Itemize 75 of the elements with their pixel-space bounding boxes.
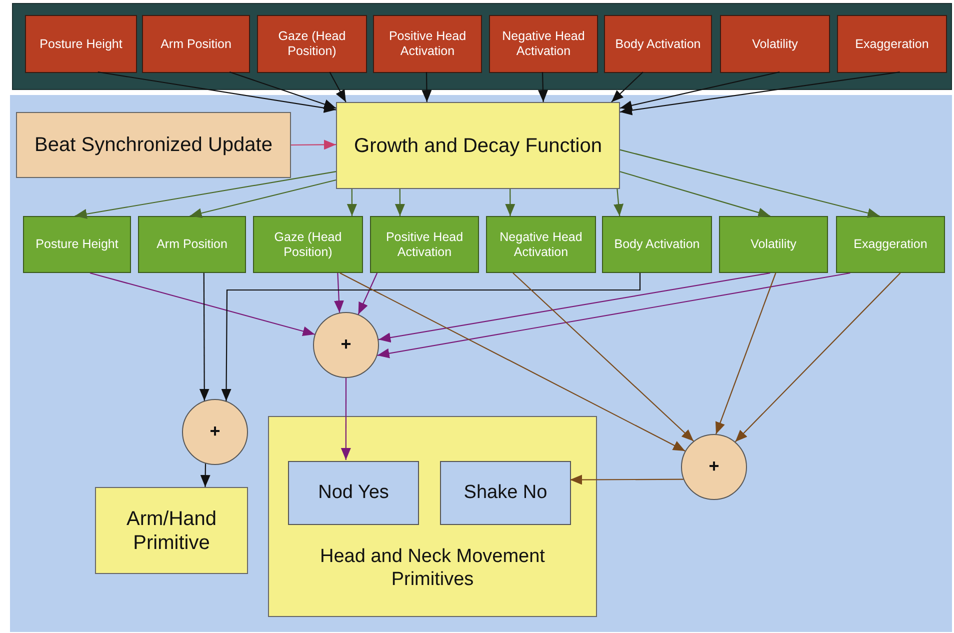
- box-label: Posture Height: [36, 237, 118, 252]
- arrow: [570, 474, 684, 485]
- box-label: Negative Head Activation: [501, 29, 586, 59]
- box-label: Growth and Decay Function: [354, 134, 602, 158]
- arrow: [340, 272, 686, 452]
- arrow: [90, 272, 315, 336]
- box-label: Gaze (Head Position): [273, 230, 343, 260]
- input-box: [837, 15, 947, 73]
- arrow: [715, 272, 776, 434]
- arrow: [199, 273, 210, 401]
- arrow: [734, 272, 901, 442]
- parameter-box: [836, 216, 945, 273]
- box-label: Beat Synchronized Update: [34, 133, 272, 157]
- box-label: Body Activation: [614, 237, 700, 252]
- box-label: Volatility: [750, 237, 796, 252]
- arrow: [620, 149, 880, 218]
- group-box: [268, 416, 597, 617]
- input-box: [604, 15, 712, 73]
- box-label: Negative Head Activation: [498, 230, 584, 260]
- box-label: Arm Position: [160, 36, 232, 52]
- input-box: [720, 15, 830, 73]
- plus-sign: +: [708, 456, 720, 478]
- arrow: [611, 72, 644, 102]
- input-box: [257, 15, 367, 73]
- parameter-box: [602, 216, 712, 273]
- arrow: [346, 189, 357, 216]
- input-box: [489, 15, 598, 73]
- primitive-box: [440, 461, 571, 525]
- input-box: [373, 15, 482, 73]
- arrow: [334, 272, 344, 313]
- process-box: [16, 112, 291, 178]
- primitive-box: [288, 461, 419, 525]
- arrow: [538, 72, 548, 102]
- box-label: Positive Head Activation: [384, 230, 464, 260]
- arrow: [291, 140, 336, 150]
- box-label: Nod Yes: [318, 482, 389, 504]
- box-label: Positive Head Activation: [388, 29, 468, 59]
- input-box: [142, 15, 250, 73]
- box-label: Body Activation: [615, 36, 701, 52]
- box-label: Head and Neck Movement Primitives: [319, 546, 546, 592]
- arrow: [394, 189, 405, 216]
- box-label: Posture Height: [40, 36, 122, 52]
- box-label: Exaggeration: [854, 237, 928, 252]
- function-box: [336, 102, 620, 189]
- arrow: [620, 171, 770, 218]
- box-label: Exaggeration: [855, 36, 929, 52]
- parameter-box: [253, 216, 363, 273]
- plus-sign: +: [210, 421, 220, 443]
- parameter-box: [23, 216, 131, 273]
- box-label: Gaze (Head Position): [277, 29, 347, 59]
- arrow: [190, 179, 336, 218]
- box-label: Arm/Hand Primitive: [125, 506, 218, 554]
- arrow: [377, 272, 850, 358]
- header-band: [12, 3, 952, 90]
- box-label: Shake No: [464, 482, 548, 504]
- box-label: Arm Position: [156, 237, 228, 252]
- arrow: [200, 464, 210, 487]
- box-label: Volatility: [752, 36, 798, 52]
- arrow: [614, 188, 624, 216]
- arrow: [505, 189, 516, 216]
- arrow: [340, 378, 351, 460]
- parameter-box: [138, 216, 246, 273]
- arrow: [221, 273, 641, 401]
- arrow: [512, 272, 694, 442]
- arrow: [329, 72, 346, 102]
- parameter-box: [719, 216, 828, 273]
- primitive-box: [95, 487, 248, 574]
- parameter-box: [486, 216, 596, 273]
- plus-sign: +: [340, 334, 352, 356]
- arrow: [378, 272, 770, 343]
- arrow: [74, 171, 336, 219]
- arrow: [422, 72, 432, 102]
- parameter-box: [370, 216, 479, 273]
- arrow: [358, 272, 378, 315]
- input-box: [25, 15, 137, 73]
